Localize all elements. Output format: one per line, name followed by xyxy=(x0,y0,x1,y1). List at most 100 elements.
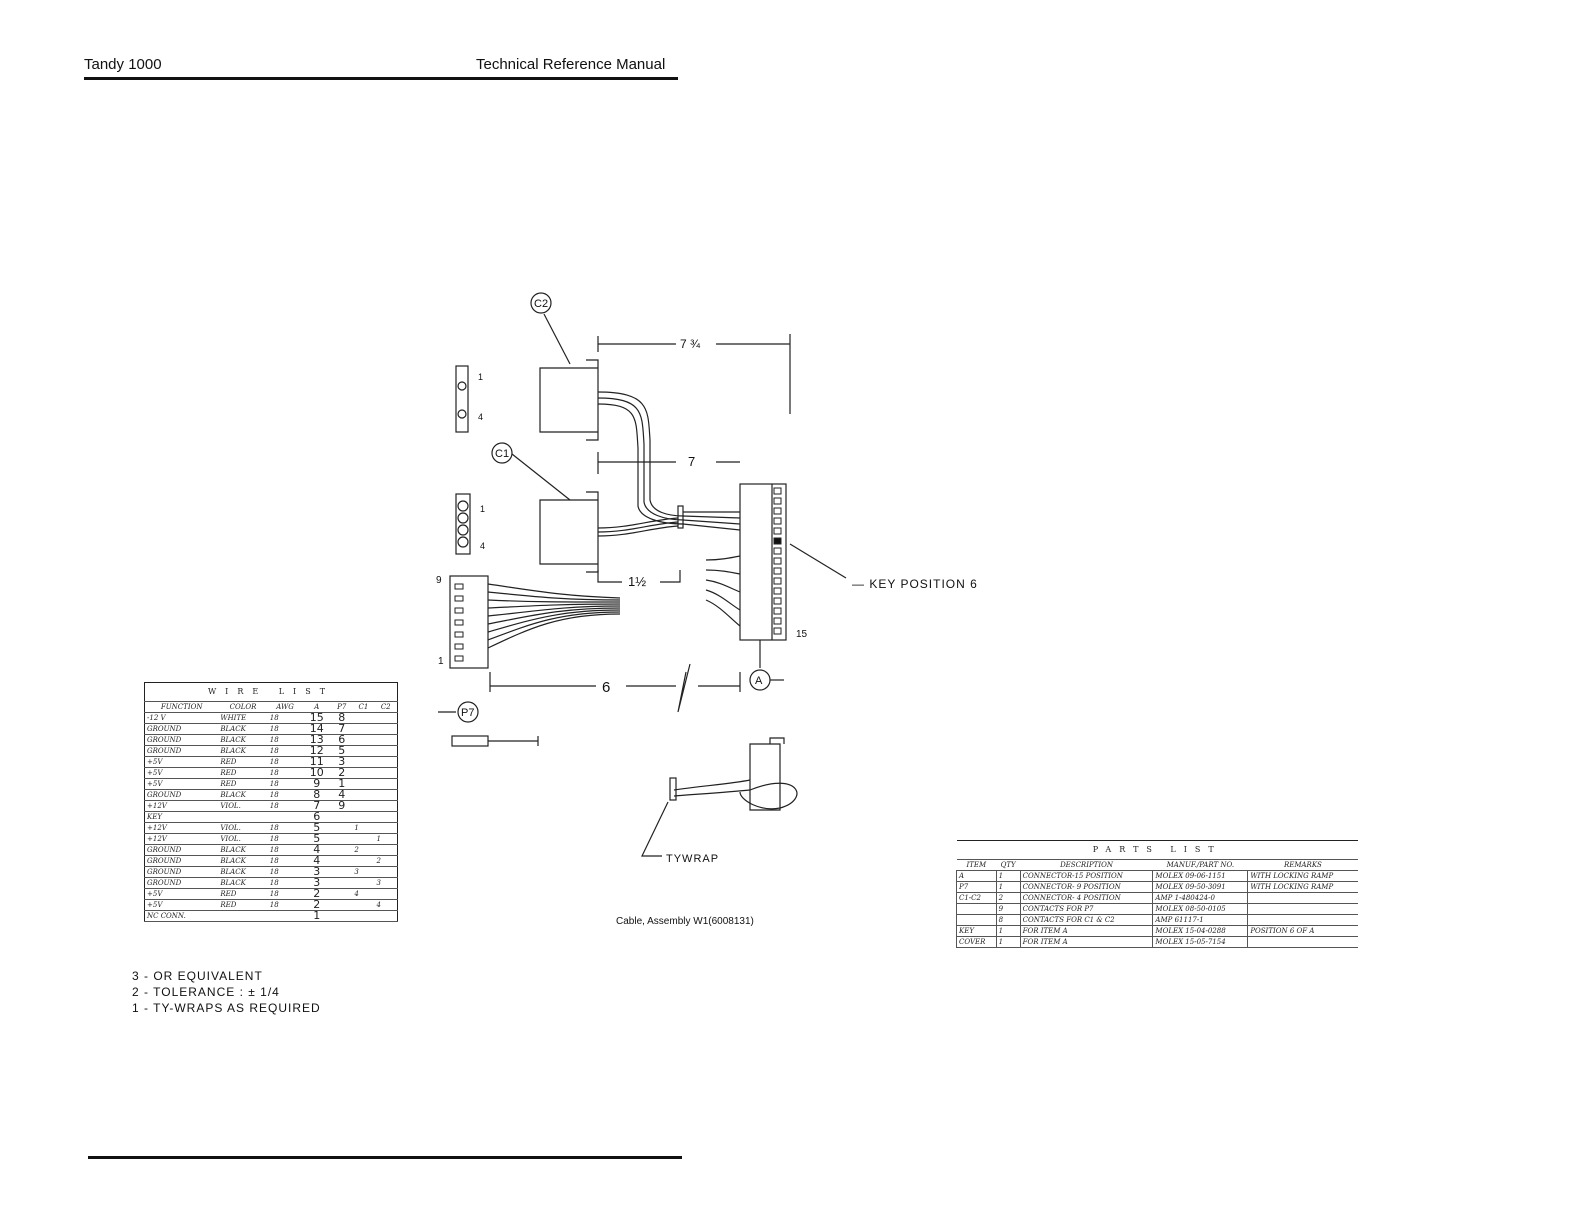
parts-row-cell: A xyxy=(956,870,997,882)
note-2: 2 - TOLERANCE : ± 1/4 xyxy=(132,985,280,999)
parts-row-cell: POSITION 6 OF A xyxy=(1247,925,1358,937)
wire-row-cell: 2 xyxy=(302,888,332,900)
wire-row-cell: +12V xyxy=(144,833,219,845)
wire-row-cell: 1 xyxy=(331,778,353,790)
dim-top-label: 7 ¾ xyxy=(680,337,701,351)
wire-row-cell xyxy=(352,778,375,790)
wire-row-cell: 9 xyxy=(331,800,353,812)
wire-row-cell: 18 xyxy=(267,800,303,812)
wire-row-cell: RED xyxy=(218,756,268,768)
parts-row-cell: COVER xyxy=(956,936,997,948)
wire-col-c1: C1 xyxy=(352,701,375,713)
wire-col-c2: C2 xyxy=(374,701,398,713)
wire-row-cell: +5V xyxy=(144,778,219,790)
wire-row-cell: 4 xyxy=(374,899,398,911)
wire-row-cell: 4 xyxy=(302,844,332,856)
wire-row-cell: 14 xyxy=(302,723,332,735)
wire-row-cell xyxy=(331,855,353,867)
wire-row-cell: RED xyxy=(218,899,268,911)
wire-row-cell: GROUND xyxy=(144,855,219,867)
wire-row-cell: BLACK xyxy=(218,734,268,746)
wire-row-cell: +5V xyxy=(144,888,219,900)
c1-connector xyxy=(539,491,599,573)
wire-row-cell: GROUND xyxy=(144,866,219,878)
wire-row-cell: 3 xyxy=(302,877,332,889)
c2-end-view xyxy=(455,365,469,433)
c2-pin1-label: 1 xyxy=(478,372,483,382)
wire-row-cell: +5V xyxy=(144,767,219,779)
wire-row-cell: +12V xyxy=(144,800,219,812)
wire-row-cell: VIOL. xyxy=(218,800,268,812)
wire-row-cell: 8 xyxy=(331,712,353,724)
parts-col-item: ITEM xyxy=(956,859,997,871)
parts-row-cell: 1 xyxy=(995,936,1021,948)
wire-row-cell: 18 xyxy=(267,756,303,768)
wire-row-cell: 18 xyxy=(267,855,303,867)
wire-row-cell: 18 xyxy=(267,734,303,746)
wire-row-cell: 5 xyxy=(331,745,353,757)
parts-row-cell xyxy=(956,914,997,926)
note-3: 3 - OR EQUIVALENT xyxy=(132,969,263,983)
wire-row-cell: 9 xyxy=(302,778,332,790)
wire-row-cell: 1 xyxy=(374,833,398,845)
parts-row-cell: WITH LOCKING RAMP xyxy=(1247,881,1358,893)
wire-row-cell: RED xyxy=(218,888,268,900)
header-left: Tandy 1000 xyxy=(84,56,162,73)
wire-row-cell: 10 xyxy=(302,767,332,779)
parts-row-cell: AMP 1-480424-0 xyxy=(1152,892,1248,904)
wire-col-awg: AWG xyxy=(267,701,303,713)
wire-row-cell xyxy=(352,789,375,801)
parts-row-cell: C1-C2 xyxy=(956,892,997,904)
wire-row-cell xyxy=(331,910,353,922)
c1-end-view xyxy=(455,493,471,555)
wire-col-color: COLOR xyxy=(218,701,268,713)
wire-row-cell: 7 xyxy=(302,800,332,812)
wire-row-cell: 18 xyxy=(267,844,303,856)
parts-col-partno: MANUF./PART NO. xyxy=(1152,859,1248,871)
tywrap-detail xyxy=(749,737,785,811)
wire-row-cell: 18 xyxy=(267,767,303,779)
wire-row-cell: GROUND xyxy=(144,789,219,801)
c1-pin4-label: 4 xyxy=(480,541,485,551)
c1-pin1-label: 1 xyxy=(480,504,485,514)
key-position-label: — KEY POSITION 6 xyxy=(852,577,978,591)
wire-row-cell xyxy=(267,811,303,823)
parts-row-cell: AMP 61117-1 xyxy=(1152,914,1248,926)
wire-row-cell: 18 xyxy=(267,712,303,724)
figure-caption: Cable, Assembly W1(6008131) xyxy=(616,916,754,927)
wire-row-cell xyxy=(374,778,398,790)
wire-row-cell xyxy=(352,811,375,823)
wire-row-cell: +12V xyxy=(144,822,219,834)
a-connector xyxy=(739,483,787,641)
parts-row-cell: P7 xyxy=(956,881,997,893)
wire-row-cell xyxy=(374,789,398,801)
wire-row-cell: 4 xyxy=(302,855,332,867)
wire-row-cell: 8 xyxy=(302,789,332,801)
wire-row-cell xyxy=(352,723,375,735)
parts-row-cell: CONNECTOR-15 POSITION xyxy=(1019,870,1153,882)
wire-row-cell: GROUND xyxy=(144,734,219,746)
wire-row-cell: 3 xyxy=(302,866,332,878)
wire-row-cell xyxy=(374,811,398,823)
c1-callout: C1 xyxy=(495,448,509,460)
parts-row-cell: 8 xyxy=(995,914,1021,926)
p7-connector xyxy=(449,575,489,669)
wire-row-cell: GROUND xyxy=(144,844,219,856)
wire-row-cell xyxy=(352,899,375,911)
parts-row-cell: FOR ITEM A xyxy=(1019,936,1153,948)
wire-row-cell xyxy=(352,712,375,724)
wire-col-function: FUNCTION xyxy=(144,701,219,713)
wire-row-cell: +5V xyxy=(144,899,219,911)
wire-row-cell: 3 xyxy=(331,756,353,768)
wire-row-cell xyxy=(374,756,398,768)
